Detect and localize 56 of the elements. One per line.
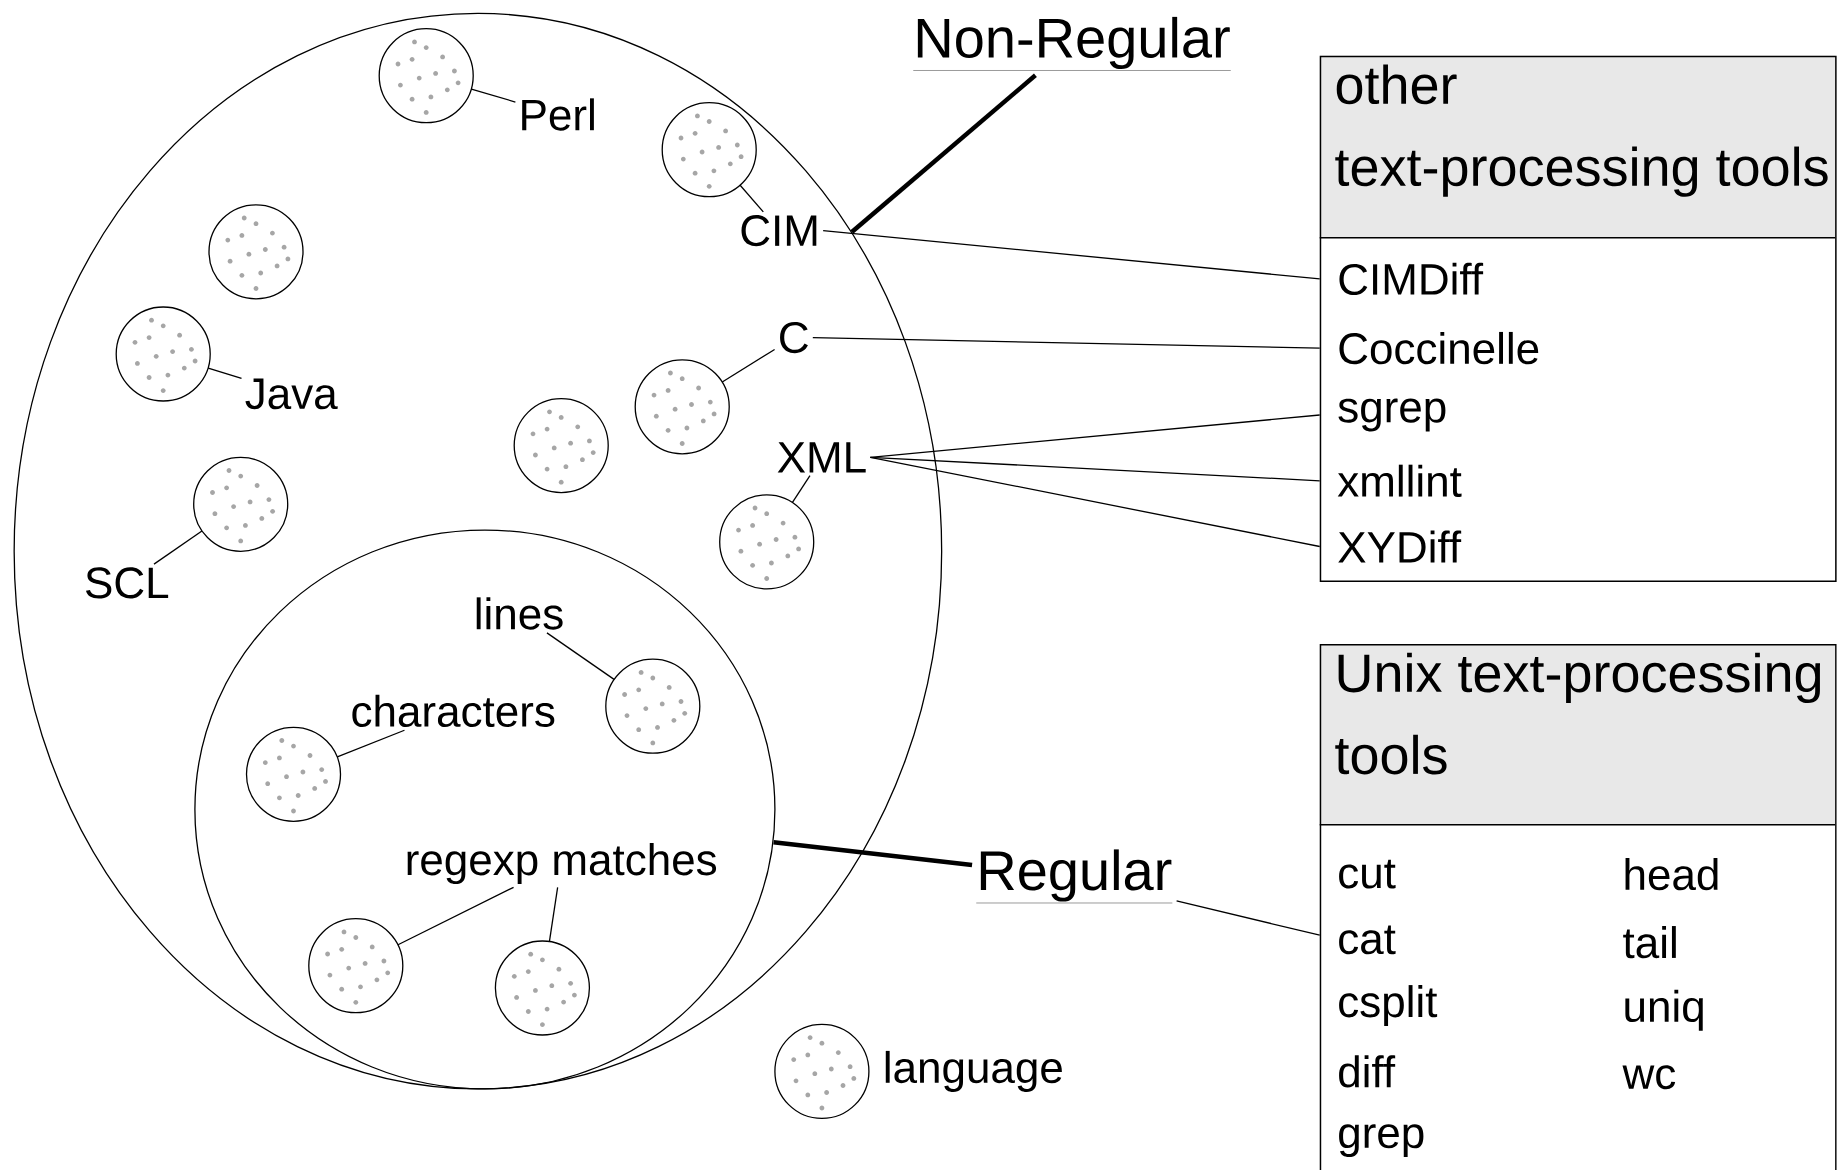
tool-name: head (1625, 857, 1718, 891)
tool-name: CIMDiff (1339, 262, 1484, 296)
language-circle (115, 306, 211, 402)
language-circle (378, 28, 474, 124)
set-circle (194, 529, 776, 1090)
leader-line (869, 456, 1321, 548)
leader-line (548, 886, 559, 943)
tool-name: uniq (1625, 989, 1703, 1031)
leader-line (739, 184, 764, 213)
set-label: Regular (976, 849, 1173, 904)
language-label: C (780, 322, 808, 354)
tool-name: grep (1339, 1124, 1424, 1157)
language-label: Perl (522, 98, 594, 131)
language-circle (245, 726, 342, 822)
language-label: SCL (86, 567, 169, 599)
legend-label: language (885, 1050, 1062, 1092)
language-circle (208, 204, 304, 300)
leader-line (336, 729, 406, 758)
language-circle (308, 918, 404, 1014)
language-label: lines (476, 597, 563, 630)
tool-name: XYDiff (1338, 530, 1462, 563)
leader-line (207, 367, 243, 380)
language-circle (513, 397, 609, 494)
language-circle (634, 359, 730, 455)
connector-line (773, 840, 973, 868)
tool-name: xmllint (1337, 464, 1462, 497)
leader-line (397, 886, 515, 946)
tool-name: tail (1623, 926, 1676, 959)
tool-name: diff (1339, 1055, 1396, 1088)
language-circle (719, 494, 815, 590)
language-label: regexp matches (407, 843, 717, 885)
language-circle (193, 456, 289, 552)
leader-line (153, 530, 203, 565)
leader-line (1175, 900, 1321, 936)
language-label: characters (352, 694, 555, 728)
leader-line (470, 88, 517, 103)
tool-name: cut (1339, 859, 1396, 889)
language-label: XML (777, 442, 866, 473)
leader-line (822, 230, 1321, 280)
tool-name: csplit (1339, 985, 1438, 1027)
language-circle (494, 940, 591, 1036)
tool-name: Coccinelle (1339, 331, 1539, 365)
connector-line (850, 73, 1037, 234)
language-label: Java (245, 378, 338, 410)
tool-name: cat (1339, 925, 1396, 955)
tool-name: wc (1622, 1065, 1676, 1090)
language-circle (605, 658, 701, 754)
set-label: Non-Regular (913, 16, 1231, 71)
tool-name: sgrep (1338, 398, 1446, 432)
language-label: CIM (741, 215, 817, 247)
leader-line (791, 475, 811, 504)
leader-line (546, 632, 615, 680)
leader-line (812, 336, 1321, 349)
leader-line (869, 414, 1321, 458)
leader-line (721, 348, 776, 383)
language-circle (661, 102, 757, 198)
